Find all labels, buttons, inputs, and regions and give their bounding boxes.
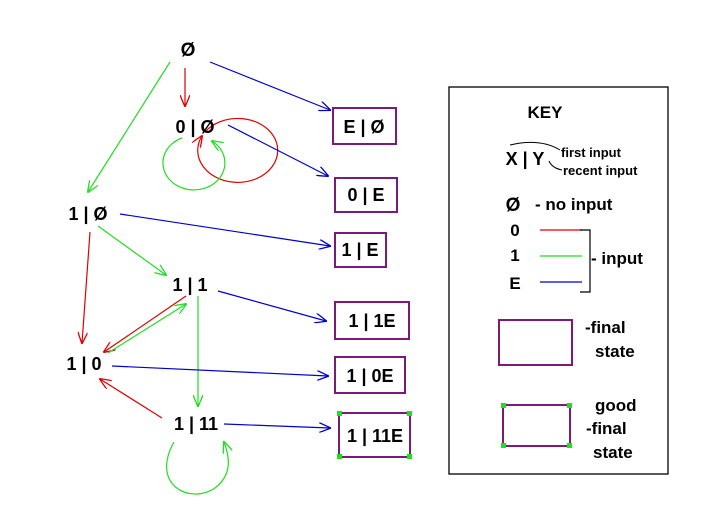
good-corner-marker xyxy=(337,411,342,416)
key-good-corner-marker xyxy=(567,403,572,408)
key-final-state-line2: state xyxy=(595,342,635,361)
key-recent-input-text: recent input xyxy=(563,163,638,178)
final-state-one-1e-label: 1 | 1E xyxy=(348,311,395,331)
good-final-state-one-11e: 1 | 11E xyxy=(337,411,412,459)
edge-zero-empty-to-final-zero-e-blue xyxy=(227,124,328,176)
final-state-e-empty: E | Ø xyxy=(332,107,397,145)
key-good-line1: good xyxy=(595,396,637,415)
key-no-input-symbol: Ø xyxy=(506,195,521,216)
final-state-one-1e: 1 | 1E xyxy=(334,301,410,340)
loop-zero-empty-red xyxy=(198,117,279,183)
key-panel: KEY X | Y first input recent input Ø - n… xyxy=(448,86,669,475)
state-empty: Ø xyxy=(181,40,196,61)
final-state-one-e: 1 | E xyxy=(334,232,387,268)
good-corner-marker xyxy=(407,411,412,416)
good-corner-marker xyxy=(407,454,412,459)
edge-one-one-to-one-zero-red xyxy=(104,295,187,352)
final-state-one-0e-label: 1 | 0E xyxy=(346,366,393,386)
edge-one-oneone-to-one-zero-red xyxy=(100,379,163,419)
key-xy-label: X | Y xyxy=(506,149,545,169)
key-first-input-text: first input xyxy=(561,145,622,160)
edge-one-empty-to-final-one-e-blue xyxy=(119,213,330,246)
edge-empty-to-final-e-empty-blue xyxy=(209,61,330,110)
key-input-bracket xyxy=(580,229,591,293)
state-zero-empty: 0 | Ø xyxy=(175,117,214,137)
key-good-line3: state xyxy=(593,443,633,462)
edge-one-empty-to-one-zero-red xyxy=(82,231,91,343)
key-final-state-line1: -final xyxy=(585,318,626,337)
edge-one-empty-to-one-one-green xyxy=(97,225,166,275)
loop-zero-empty-green xyxy=(162,137,226,191)
final-state-zero-e-label: 0 | E xyxy=(347,185,384,205)
loop-one-oneone-green xyxy=(166,442,229,495)
key-final-state-box xyxy=(498,319,573,366)
key-input-label: - input xyxy=(591,249,643,268)
key-good-line2: -final xyxy=(586,419,627,438)
key-no-input-text: - no input xyxy=(535,195,613,214)
good-corner-marker xyxy=(337,454,342,459)
edge-empty-to-one-green xyxy=(88,61,171,192)
key-recent-input-pointer xyxy=(548,160,563,171)
edge-one-one-to-final-one-1e-blue xyxy=(217,290,326,321)
final-state-one-11e-label: 1 | 11E xyxy=(347,426,403,446)
edge-one-zero-to-one-one-green xyxy=(107,304,186,354)
final-state-e-empty-label: E | Ø xyxy=(343,117,384,137)
key-first-input-pointer xyxy=(509,141,561,151)
key-title: KEY xyxy=(528,103,564,122)
final-state-one-0e: 1 | 0E xyxy=(334,356,406,394)
final-state-zero-e: 0 | E xyxy=(334,177,398,213)
state-one-zero: 1 | 0 xyxy=(66,354,101,374)
key-input-e: E xyxy=(509,274,520,293)
key-input-1: 1 xyxy=(510,246,519,265)
key-good-corner-marker xyxy=(567,443,572,448)
key-good-final-state-box xyxy=(502,404,571,447)
edge-one-oneone-to-final-one-11e-blue xyxy=(223,424,330,428)
key-input-0: 0 xyxy=(510,221,519,240)
state-one-one: 1 | 1 xyxy=(172,275,207,295)
edge-one-zero-to-final-one-0e-blue xyxy=(111,365,328,376)
state-one-oneone: 1 | 11 xyxy=(174,414,218,434)
final-state-one-e-label: 1 | E xyxy=(341,240,378,260)
state-one-empty: 1 | Ø xyxy=(68,204,107,224)
key-good-corner-marker xyxy=(501,403,506,408)
key-good-corner-marker xyxy=(501,443,506,448)
